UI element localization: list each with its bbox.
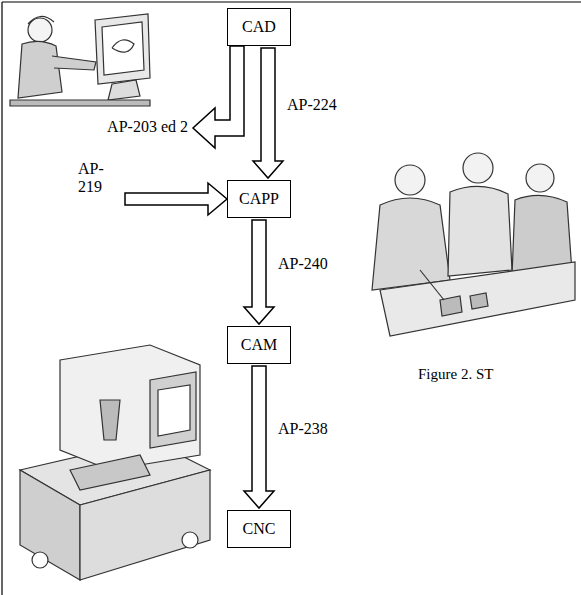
box-text: CAD: [242, 18, 276, 36]
hollow-arrow: [193, 46, 244, 148]
standard-label: AP-203 ed 2: [8, 118, 188, 136]
box-text: CAPP: [239, 190, 279, 208]
figure-caption: Figure 2. ST: [418, 366, 493, 383]
hollow-arrow: [244, 366, 274, 508]
standard-label: AP-219: [78, 160, 120, 197]
process-box: CNC: [227, 510, 291, 548]
box-text: CAM: [241, 336, 277, 354]
process-box: CAD: [227, 8, 291, 46]
frame-line: [2, 1, 581, 2]
cnc-machine-illustration: [20, 345, 210, 580]
hollow-arrow: [125, 183, 227, 215]
worker-illustration: [10, 14, 150, 106]
team-illustration: [372, 153, 575, 336]
frame-line: [1, 2, 2, 595]
process-box: CAPP: [227, 180, 291, 218]
edge-label: AP-224: [287, 96, 337, 114]
hollow-arrow: [244, 220, 274, 324]
edge-label: AP-238: [278, 420, 328, 438]
hollow-arrow: [253, 48, 283, 178]
edge-label: AP-240: [278, 255, 328, 273]
process-box: CAM: [227, 326, 291, 364]
box-text: CNC: [243, 520, 276, 538]
